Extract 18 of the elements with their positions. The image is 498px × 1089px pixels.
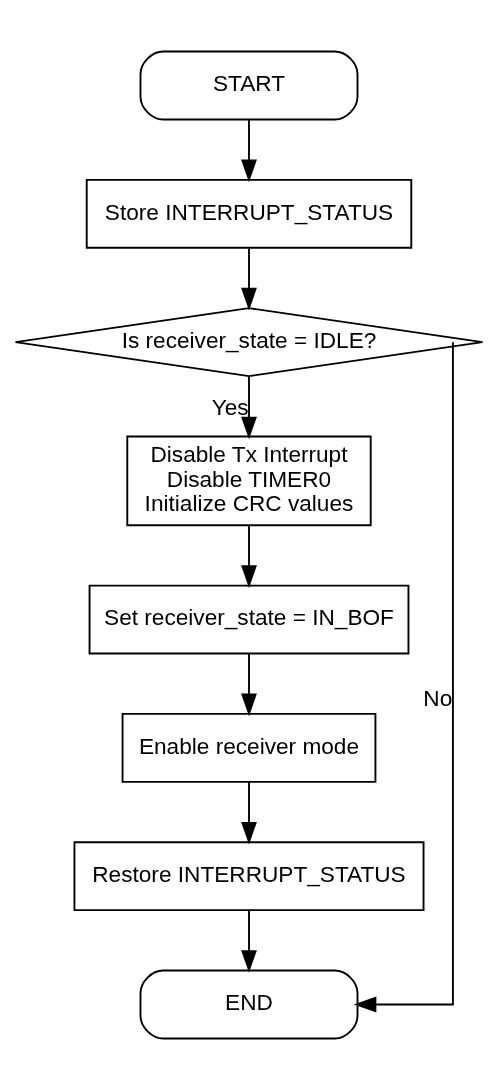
node-box: Enable receiver mode	[121, 712, 377, 783]
node-box: START	[139, 50, 359, 120]
arrow	[241, 780, 257, 845]
node-diamond: Is receiver_state = IDLE?	[14, 306, 484, 377]
arrow	[241, 246, 257, 311]
node-box: END	[139, 969, 359, 1039]
arrow	[241, 909, 257, 973]
node-box: Set receiver_state = IN_BOF	[88, 584, 410, 654]
arrow	[241, 652, 257, 716]
arrow	[353, 340, 454, 1012]
edge-label: Yes	[211, 394, 249, 420]
node-box: Restore INTERRUPT_STATUS	[73, 840, 425, 911]
arrow	[241, 118, 257, 182]
arrow	[241, 375, 257, 439]
node-box: Store INTERRUPT_STATUS	[85, 178, 413, 249]
node-box: Disable Tx Interrupt Disable TIMER0 Initialize CRC values	[126, 435, 372, 526]
edge-label: No	[423, 685, 453, 711]
arrow	[241, 524, 257, 588]
